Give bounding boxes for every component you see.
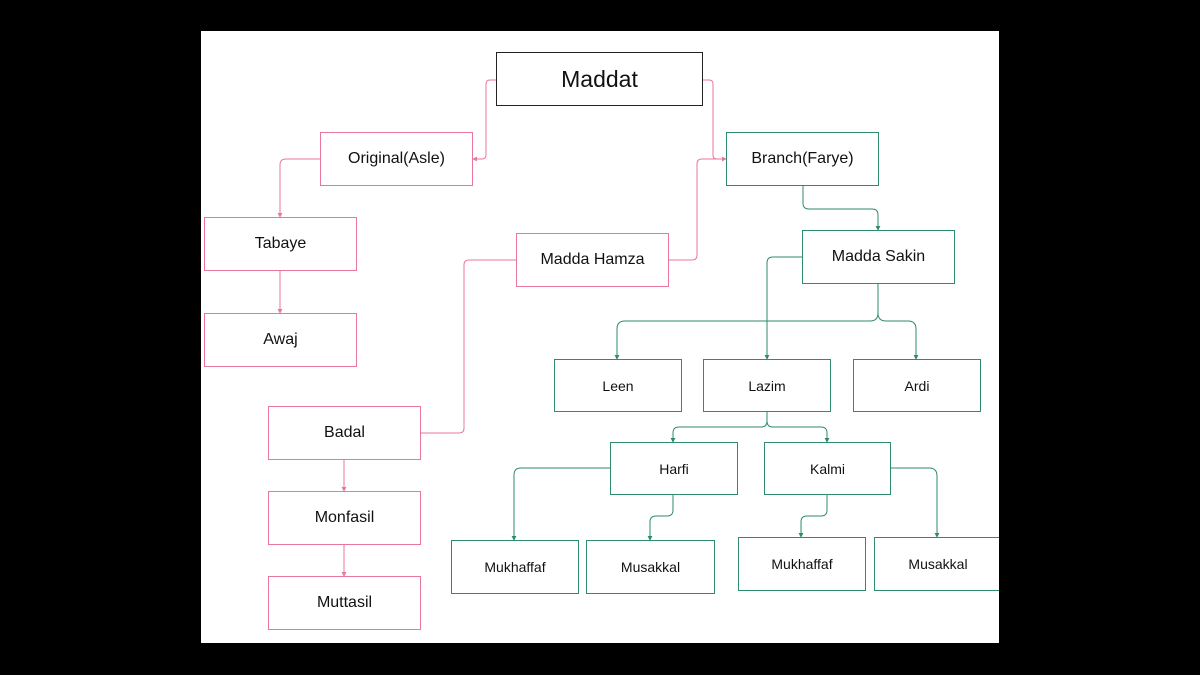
node-harfi-musakkal[interactable]: Musakkal — [586, 540, 715, 594]
node-madda-sakin[interactable]: Madda Sakin — [802, 230, 955, 284]
node-kalmi-label: Kalmi — [809, 460, 845, 477]
node-badal[interactable]: Badal — [268, 406, 421, 460]
edge-lazim-harfi — [670, 412, 768, 443]
node-lazim-label: Lazim — [748, 377, 786, 394]
node-harfi-mukhaffaf-label: Mukhaffaf — [484, 559, 546, 575]
edge-maddahamza-badal — [416, 259, 516, 436]
edge-maddasakin-leen — [614, 284, 879, 360]
diagram-canvas: Maddat Original(Asle) Tabaye Awaj Madda … — [201, 31, 999, 643]
node-maddat-label: Maddat — [561, 65, 638, 92]
node-harfi-label: Harfi — [659, 460, 689, 477]
edge-kalmi-musakkal — [891, 467, 940, 538]
edge-harfi-musakkal — [647, 495, 674, 541]
node-madda-hamza-label: Madda Hamza — [540, 251, 645, 268]
node-monfasil[interactable]: Monfasil — [268, 491, 421, 545]
node-kalmi-mukhaffaf[interactable]: Mukhaffaf — [738, 537, 866, 591]
node-awaj[interactable]: Awaj — [204, 313, 357, 367]
node-madda-sakin-label: Madda Sakin — [831, 248, 926, 265]
edge-maddasakin-ardi — [877, 312, 919, 360]
node-tabaye-label: Tabaye — [254, 235, 307, 252]
node-original[interactable]: Original(Asle) — [320, 132, 473, 186]
node-kalmi-musakkal-label: Musakkal — [908, 556, 968, 572]
edge-original-tabaye — [277, 158, 320, 218]
node-harfi-musakkal-label: Musakkal — [620, 559, 681, 575]
edge-harfi-mukhaffaf — [511, 467, 610, 541]
node-leen-label: Leen — [602, 377, 634, 394]
node-leen[interactable]: Leen — [554, 359, 682, 412]
node-harfi-mukhaffaf[interactable]: Mukhaffaf — [451, 540, 579, 594]
node-kalmi-musakkal[interactable]: Musakkal — [874, 537, 999, 591]
node-madda-hamza[interactable]: Madda Hamza — [516, 233, 669, 287]
edge-kalmi-mukhaffaf — [798, 495, 828, 538]
edge-maddat-branch — [703, 79, 727, 162]
node-tabaye[interactable]: Tabaye — [204, 217, 357, 271]
edge-branch-maddasakin — [802, 186, 881, 231]
node-awaj-label: Awaj — [263, 331, 298, 348]
node-lazim[interactable]: Lazim — [703, 359, 831, 412]
node-badal-label: Badal — [324, 424, 365, 441]
edge-lazim-kalmi — [766, 420, 830, 443]
node-original-label: Original(Asle) — [348, 150, 445, 167]
node-branch-label: Branch(Farye) — [751, 150, 854, 167]
node-muttasil-label: Muttasil — [316, 594, 373, 611]
node-harfi[interactable]: Harfi — [610, 442, 738, 495]
edge-maddasakin-lazim — [764, 256, 802, 360]
node-ardi-label: Ardi — [904, 377, 930, 394]
node-muttasil[interactable]: Muttasil — [268, 576, 421, 630]
connector-lines — [277, 79, 940, 577]
node-monfasil-label: Monfasil — [314, 509, 375, 526]
node-branch[interactable]: Branch(Farye) — [726, 132, 879, 186]
node-ardi[interactable]: Ardi — [853, 359, 981, 412]
edge-branch-maddahamza — [669, 158, 726, 261]
edge-maddat-original — [472, 79, 496, 162]
node-kalmi[interactable]: Kalmi — [764, 442, 891, 495]
node-maddat[interactable]: Maddat — [496, 52, 703, 106]
node-kalmi-mukhaffaf-label: Mukhaffaf — [771, 556, 833, 572]
